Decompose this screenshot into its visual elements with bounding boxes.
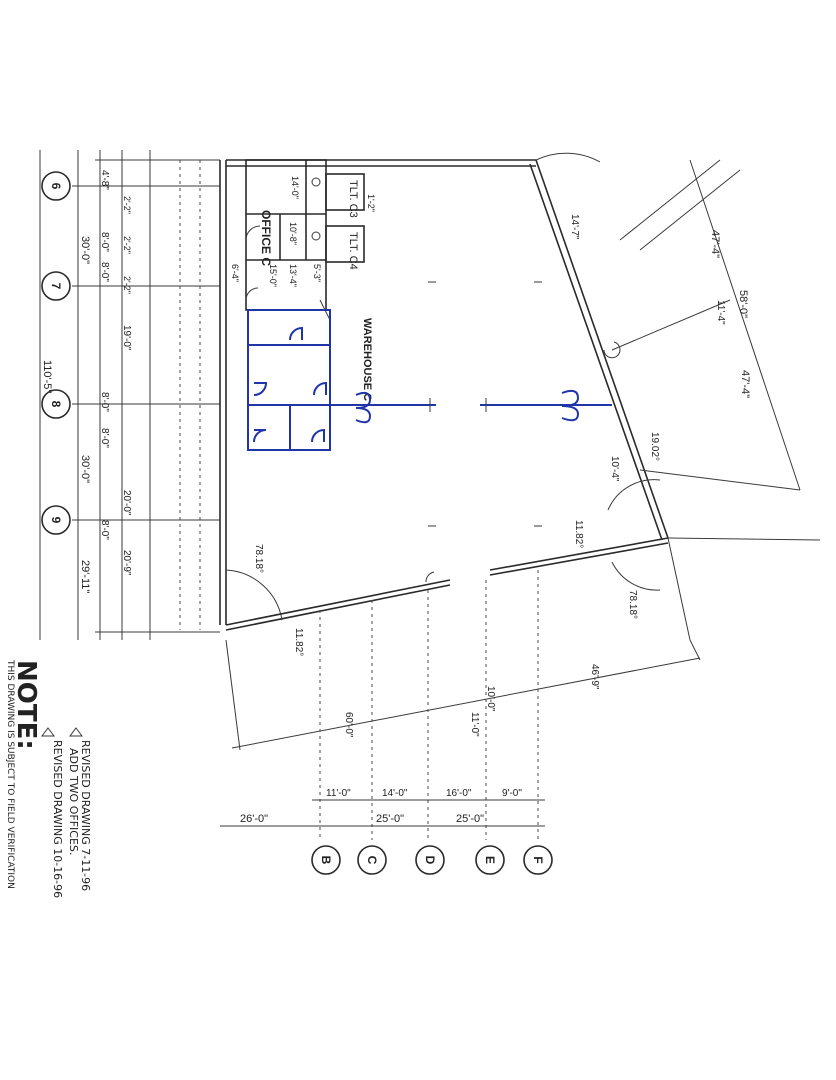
svg-text:7: 7 [49,283,63,290]
svg-text:25'-0": 25'-0" [456,813,484,825]
svg-text:REVISED DRAWING 7-11-96: REVISED DRAWING 7-11-96 [79,740,92,891]
svg-text:11.82°: 11.82° [573,520,584,548]
svg-text:14'-0": 14'-0" [290,176,300,199]
svg-text:D: D [423,856,437,865]
svg-text:19.02°: 19.02° [649,432,660,461]
grid-bubble-7: 7 [41,271,71,301]
svg-text:30'-0": 30'-0" [79,455,91,483]
office-labels: OFFICE C TLT. C3 TLT. C4 WAREHOUSE C 14'… [230,176,376,401]
grid-bubble-8: 8 [41,389,71,419]
column-grid-bubbles: B C D E F [311,845,553,875]
svg-text:30'-0": 30'-0" [79,236,91,264]
svg-text:29'-11": 29'-11" [79,560,91,593]
grid-bubble-e: E [475,845,505,875]
grid-bubble-c: C [357,845,387,875]
svg-text:8'-0": 8'-0" [99,232,110,252]
svg-text:78.18°: 78.18° [253,544,264,573]
svg-text:E: E [483,856,497,864]
svg-text:9: 9 [49,517,63,524]
grid-bubble-f: F [523,845,553,875]
svg-text:13'-4": 13'-4" [288,264,298,287]
svg-text:NOTE:: NOTE: [11,660,41,750]
svg-text:2'-2": 2'-2" [122,196,132,214]
svg-text:8'-0": 8'-0" [99,520,110,540]
svg-text:8'-0": 8'-0" [99,428,110,448]
svg-text:25'-0": 25'-0" [376,813,404,825]
svg-text:9'-0": 9'-0" [502,788,522,799]
svg-text:78.18°: 78.18° [627,590,638,619]
drawing-notes: NOTE: THIS DRAWING IS SUBJECT TO FIELD V… [5,659,92,898]
svg-text:2'-2": 2'-2" [122,236,132,254]
svg-text:10'-0": 10'-0" [485,686,496,712]
svg-text:8: 8 [49,401,63,408]
svg-text:47'-4": 47'-4" [709,230,721,258]
svg-text:1'-2": 1'-2" [366,194,376,212]
svg-text:15'-0": 15'-0" [268,264,278,287]
svg-text:26'-0": 26'-0" [240,813,268,825]
svg-text:46'-9": 46'-9" [589,664,600,690]
svg-text:11'-4": 11'-4" [715,300,726,325]
svg-text:11'-0": 11'-0" [326,788,351,799]
svg-text:WAREHOUSE C: WAREHOUSE C [361,318,373,401]
svg-text:14'-0": 14'-0" [382,788,408,799]
svg-text:B: B [319,856,333,865]
svg-text:19'-0": 19'-0" [121,325,132,351]
svg-text:110'-5": 110'-5" [41,360,53,393]
angled-dimensions: 47'-4" 47'-4" 58'-0" 11'-4" 14'-7" 10'-4… [225,159,821,738]
svg-text:REVISED DRAWING 10-16-96: REVISED DRAWING 10-16-96 [51,740,64,898]
svg-text:6'-4": 6'-4" [230,264,240,282]
bottom-dimension-lines [220,570,701,840]
svg-text:THIS DRAWING IS SUBJECT TO FIE: THIS DRAWING IS SUBJECT TO FIELD VERIFIC… [5,659,15,889]
bottom-dimension-text: 26'-0" 25'-0" 25'-0" 11'-0" 14'-0" 16'-0… [240,788,522,825]
svg-text:11.82°: 11.82° [293,628,304,656]
grid-bubble-6: 6 [41,171,71,201]
svg-text:8'-0": 8'-0" [99,262,110,282]
svg-text:10'-8": 10'-8" [288,222,298,245]
svg-text:ADD TWO OFFICES.: ADD TWO OFFICES. [67,748,80,855]
svg-text:10'-4": 10'-4" [609,456,620,482]
svg-text:C: C [365,856,379,865]
svg-text:60'-0": 60'-0" [343,712,354,738]
row-grid-bubbles: 6 7 8 9 [41,171,71,535]
svg-text:20'-9": 20'-9" [121,550,132,576]
svg-text:58'-0": 58'-0" [737,290,749,318]
left-dimension-lines [39,150,220,640]
svg-text:16'-0": 16'-0" [446,788,472,799]
svg-text:5'-3": 5'-3" [312,264,322,282]
svg-text:20'-0": 20'-0" [121,490,132,516]
svg-text:TLT. C4: TLT. C4 [347,232,359,270]
svg-text:14'-7": 14'-7" [569,214,580,240]
grid-bubble-9: 9 [41,505,71,535]
svg-text:47'-4": 47'-4" [739,370,751,398]
building-walls [219,152,669,631]
svg-text:6: 6 [49,183,63,190]
added-offices-markup [247,309,612,451]
svg-text:4'-8": 4'-8" [99,170,110,190]
left-dimension-text: 30'-0" 110'-5" 30'-0" 29'-11" 4'-8" 8'-0… [41,170,132,593]
svg-text:2'-2": 2'-2" [122,276,132,294]
svg-text:F: F [531,856,545,863]
column-markers [428,281,542,527]
grid-bubble-b: B [311,845,341,875]
svg-text:TLT. C3: TLT. C3 [347,180,359,218]
svg-text:8'-0": 8'-0" [99,392,110,412]
grid-bubble-d: D [415,845,445,875]
svg-text:11'-0": 11'-0" [469,712,480,737]
svg-text:OFFICE C: OFFICE C [259,210,273,266]
